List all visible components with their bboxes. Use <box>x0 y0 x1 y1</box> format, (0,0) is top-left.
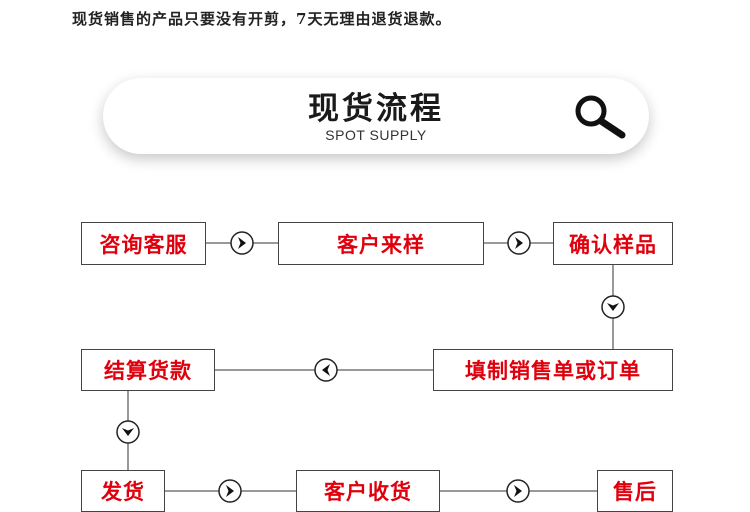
banner-title: 现货流程 <box>308 91 444 127</box>
arrow-right-icon <box>507 231 531 255</box>
magnifier-icon <box>575 95 626 139</box>
step-consult-service: 咨询客服 <box>81 222 206 265</box>
banner-subtitle: SPOT SUPPLY <box>325 127 427 143</box>
step-fill-order: 填制销售单或订单 <box>433 349 673 391</box>
step-after-sales: 售后 <box>597 470 673 512</box>
arrow-left-icon <box>314 358 338 382</box>
step-customer-receive: 客户收货 <box>296 470 440 512</box>
step-settle-payment: 结算货款 <box>81 349 215 391</box>
arrow-right-icon <box>506 479 530 503</box>
return-policy-notice: 现货销售的产品只要没有开剪，7天无理由退货退款。 <box>72 10 452 28</box>
step-confirm-sample: 确认样品 <box>553 222 673 265</box>
step-customer-sample: 客户来样 <box>278 222 484 265</box>
step-ship: 发货 <box>81 470 165 512</box>
arrow-down-icon <box>116 420 140 444</box>
arrow-down-icon <box>601 295 625 319</box>
process-banner: 现货流程 SPOT SUPPLY <box>103 78 649 154</box>
arrow-right-icon <box>230 231 254 255</box>
arrow-right-icon <box>218 479 242 503</box>
